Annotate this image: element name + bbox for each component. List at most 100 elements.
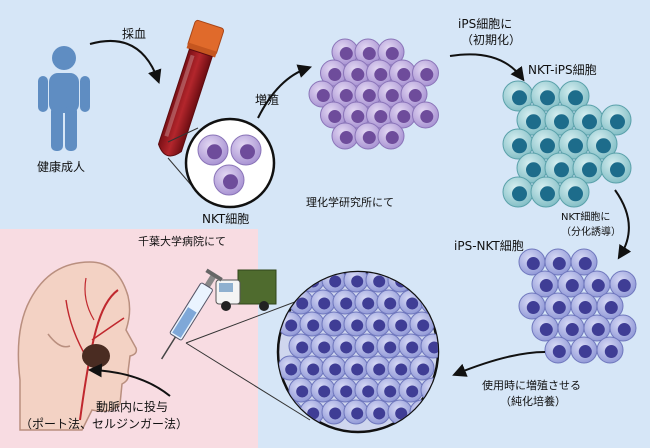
cell: [377, 122, 405, 150]
cell: [583, 270, 611, 298]
cell: [331, 122, 359, 150]
nkt-ips-label: NKT-iPS細胞: [528, 63, 597, 77]
cell: [557, 270, 585, 298]
administration-arrow: [87, 363, 171, 397]
cell: [365, 355, 391, 381]
cell: [387, 355, 413, 381]
cell: [398, 377, 424, 403]
cell: [570, 336, 598, 364]
differentiation-arrow: [614, 189, 632, 260]
cell: [213, 164, 245, 196]
cell: [558, 176, 590, 208]
cell: [354, 80, 382, 108]
patient-head-icon: [17, 261, 138, 431]
to-ips-label-2: （初期化）: [461, 33, 521, 47]
cell: [583, 314, 611, 342]
cell: [544, 152, 576, 184]
cell: [531, 270, 559, 298]
cell: [516, 152, 548, 184]
cell: [354, 289, 380, 315]
cell: [376, 333, 402, 359]
cell: [530, 80, 562, 112]
cell: [321, 355, 347, 381]
cell: [331, 38, 359, 66]
riken-label: 理化学研究所にて: [306, 195, 394, 209]
cell: [310, 333, 336, 359]
donor-person-icon: [38, 46, 90, 151]
cell: [354, 122, 382, 150]
cell: [354, 38, 382, 66]
to-ips-label-1: iPS細胞に: [458, 17, 512, 31]
syringe-zoom-line-bottom: [185, 342, 311, 421]
nkt-ips-cell-cluster: [502, 80, 632, 208]
cell: [502, 80, 534, 112]
cell: [400, 80, 428, 108]
cell: [389, 59, 416, 87]
cell: [570, 248, 598, 276]
cell: [354, 333, 380, 359]
admin-label-1: 動脈内に投与: [96, 399, 168, 414]
cell: [365, 399, 391, 425]
cell: [387, 311, 413, 337]
cell: [558, 128, 590, 160]
cell: [398, 333, 424, 359]
zoom-line-bottom: [167, 157, 193, 187]
chiba-label: 千葉大学病院にて: [138, 234, 226, 248]
cell: [389, 101, 416, 129]
cell: [299, 355, 325, 381]
nkt-cell-label: NKT細胞: [202, 212, 249, 226]
cell: [544, 104, 576, 136]
syringe-zoom-line-top: [185, 299, 301, 344]
cell: [412, 59, 439, 87]
cell: [343, 355, 369, 381]
to-nkt-label-2: （分化誘導）: [561, 225, 621, 238]
cell: [600, 104, 632, 136]
cell: [530, 176, 562, 208]
cell: [596, 292, 624, 320]
reprogramming-arrow: [449, 53, 525, 82]
cell: [412, 101, 439, 129]
cell: [544, 336, 572, 364]
cell: [343, 399, 369, 425]
cell: [409, 355, 435, 381]
cell: [278, 311, 303, 337]
cell: [343, 101, 370, 129]
cell: [586, 128, 618, 160]
admin-label-2: （ポート法、セルジンガー法）: [20, 417, 188, 431]
cell: [332, 289, 358, 315]
cell: [609, 270, 637, 298]
cell: [600, 152, 632, 184]
cell: [288, 377, 314, 403]
cell: [502, 176, 534, 208]
proliferation-label: 増殖: [255, 92, 279, 107]
cell: [366, 101, 393, 129]
cell: [288, 333, 314, 359]
expand-label-1: 使用時に増殖させる: [482, 379, 581, 392]
cell: [518, 292, 546, 320]
ips-nkt-cell-cluster: [518, 248, 637, 364]
cell: [354, 377, 380, 403]
cell: [557, 314, 585, 342]
cell: [299, 311, 325, 337]
cell: [609, 314, 637, 342]
cell: [310, 289, 336, 315]
cell: [343, 272, 369, 293]
cell: [320, 101, 347, 129]
cell: [310, 377, 336, 403]
expansion-arrow: [452, 351, 546, 377]
nkt-cells-magnified: [197, 134, 262, 196]
cell: [530, 128, 562, 160]
cell: [197, 134, 229, 166]
blood-draw-label: 採血: [122, 27, 146, 41]
cell: [332, 377, 358, 403]
donor-label: 健康成人: [37, 159, 85, 174]
nkt-cell-cluster: [308, 38, 439, 150]
cell: [230, 134, 262, 166]
cell: [596, 336, 624, 364]
cell: [558, 80, 590, 112]
cell: [544, 248, 572, 276]
cell: [365, 311, 391, 337]
cell: [321, 399, 347, 425]
expand-label-2: （純化培養）: [500, 394, 566, 408]
